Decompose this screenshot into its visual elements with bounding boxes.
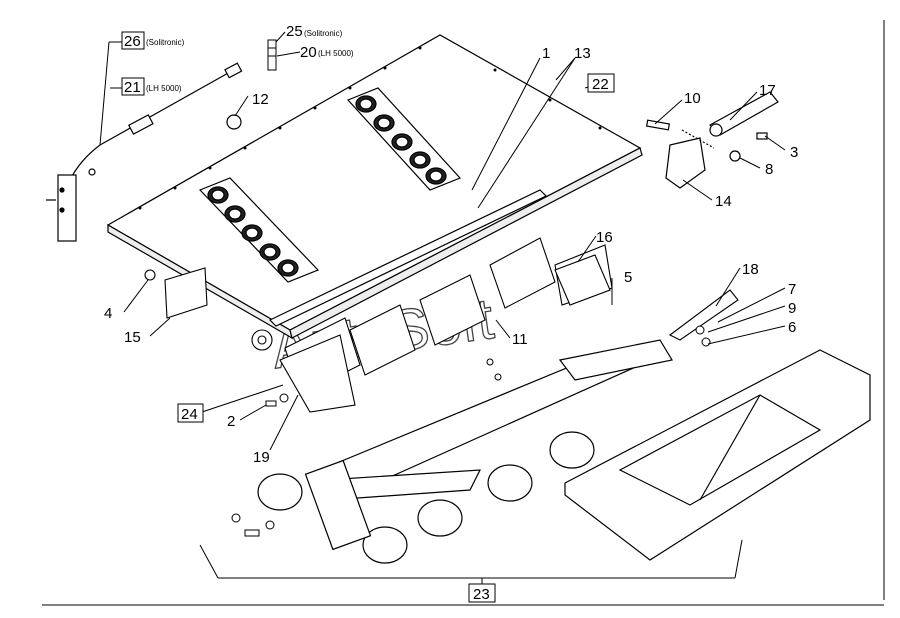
callout-1: 1 xyxy=(542,45,550,62)
callout-17: 17 xyxy=(759,82,776,99)
box-24: 24 xyxy=(181,406,198,423)
callout-19: 19 xyxy=(253,449,270,466)
callout-9: 9 xyxy=(788,300,796,317)
note-25: (Solitronic) xyxy=(304,29,343,38)
callout-labels: 1 2 3 4 5 6 7 8 9 10 11 12 13 14 15 16 1… xyxy=(104,23,798,466)
rotor-assembly xyxy=(257,339,673,564)
callout-10: 10 xyxy=(684,90,701,107)
box-23: 23 xyxy=(473,586,490,603)
callout-12: 12 xyxy=(252,91,269,108)
lever-assembly xyxy=(645,91,779,189)
box-22: 22 xyxy=(592,76,609,93)
callout-25: 25 xyxy=(286,23,303,40)
box-26: 26 xyxy=(124,33,141,50)
callout-5: 5 xyxy=(624,269,632,286)
callout-4: 4 xyxy=(104,305,112,322)
variant-notes: (Solitronic) (LH 5000) (Solitronic) (LH … xyxy=(146,29,354,93)
cap xyxy=(226,114,242,130)
cover-plate xyxy=(106,34,643,340)
callout-8: 8 xyxy=(765,161,773,178)
sensor-cable xyxy=(46,62,243,242)
callout-14: 14 xyxy=(715,193,732,210)
bolts xyxy=(231,358,502,537)
blade xyxy=(668,289,739,341)
callout-18: 18 xyxy=(742,261,759,278)
border-lines xyxy=(42,20,885,606)
callout-7: 7 xyxy=(788,281,796,298)
agitator-housings xyxy=(279,237,613,413)
washers xyxy=(695,325,711,347)
guide-plate xyxy=(554,254,611,306)
callout-16: 16 xyxy=(596,229,613,246)
callout-11: 11 xyxy=(512,331,528,348)
callout-15: 15 xyxy=(124,329,141,346)
side-bracket xyxy=(144,267,273,351)
callout-20: 20 xyxy=(300,44,317,61)
boxed-callouts xyxy=(121,31,615,603)
box-21: 21 xyxy=(124,79,141,96)
callout-13: 13 xyxy=(574,45,591,62)
callout-6: 6 xyxy=(788,319,796,336)
callout-2: 2 xyxy=(227,413,235,430)
note-21: (LH 5000) xyxy=(146,84,182,93)
note-20: (LH 5000) xyxy=(318,49,354,58)
fitting xyxy=(267,39,277,71)
boxed-callout-labels: 26 21 22 23 24 xyxy=(124,33,609,603)
collecting-tray xyxy=(564,349,871,561)
shaft xyxy=(268,189,548,327)
note-26: (Solitronic) xyxy=(146,38,185,47)
callout-3: 3 xyxy=(790,144,798,161)
